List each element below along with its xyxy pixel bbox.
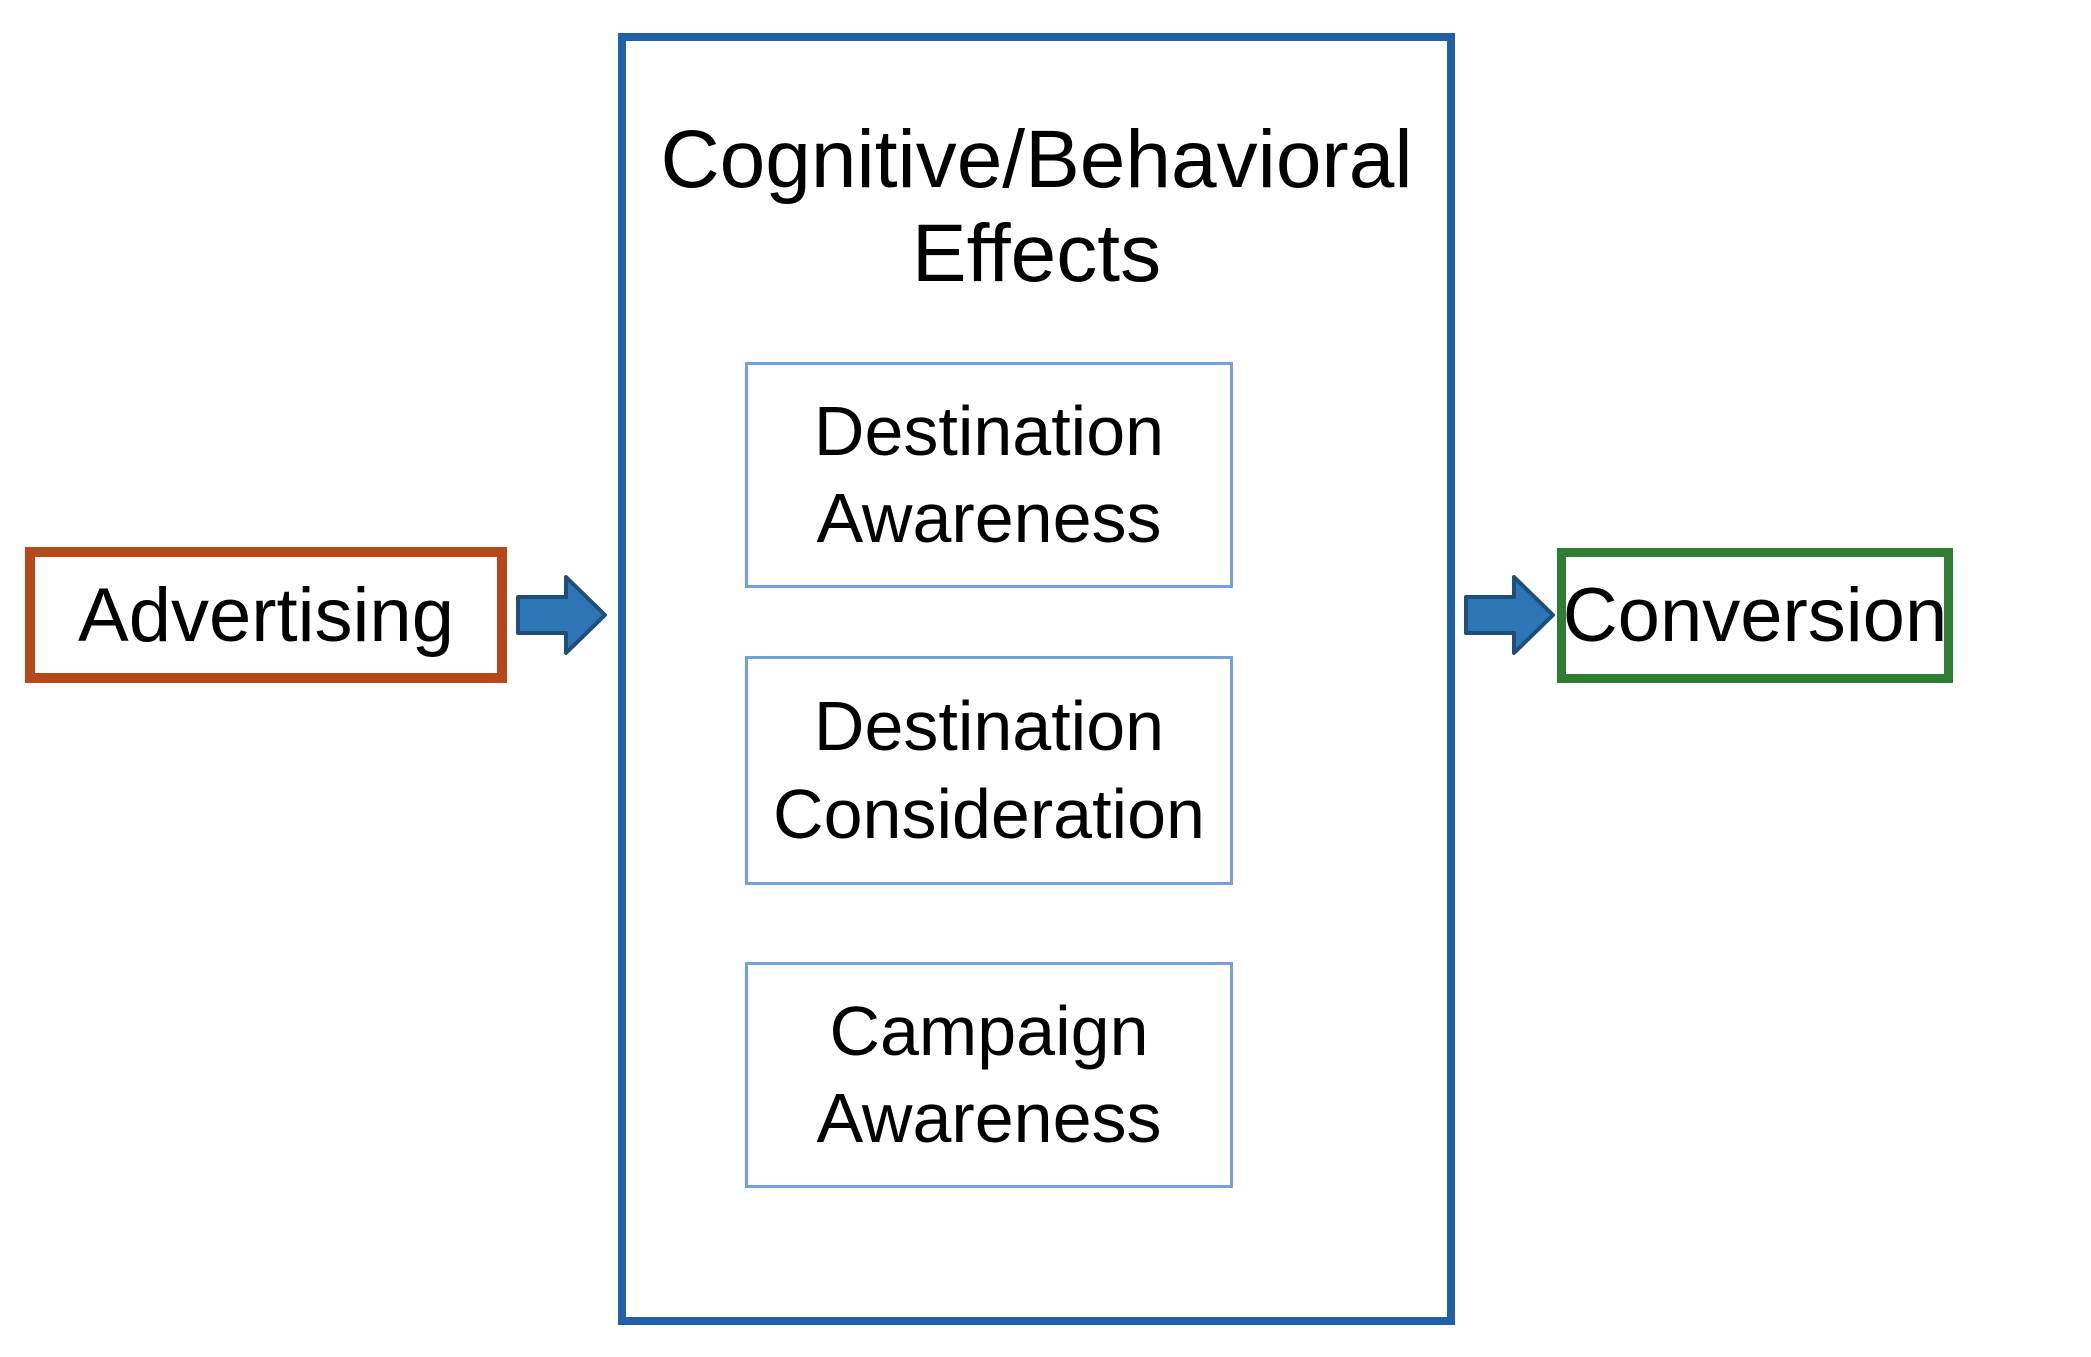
- conversion-node: Conversion: [1557, 548, 1953, 683]
- destination-awareness-node: Destination Awareness: [745, 362, 1233, 588]
- destination-consideration-node: Destination Consideration: [745, 656, 1233, 885]
- conversion-label: Conversion: [1562, 573, 1948, 658]
- arrow-right-icon: [1464, 575, 1555, 655]
- campaign-awareness-node: Campaign Awareness: [745, 962, 1233, 1188]
- advertising-label: Advertising: [78, 572, 454, 658]
- effects-group-box: Cognitive/Behavioral Effects Destination…: [618, 33, 1455, 1325]
- effects-group-title: Cognitive/Behavioral Effects: [660, 114, 1413, 300]
- destination-consideration-label: Destination Consideration: [773, 687, 1205, 853]
- campaign-awareness-label: Campaign Awareness: [816, 991, 1162, 1158]
- arrow-right-icon: [516, 575, 607, 655]
- advertising-node: Advertising: [25, 547, 507, 683]
- destination-awareness-label: Destination Awareness: [813, 391, 1165, 558]
